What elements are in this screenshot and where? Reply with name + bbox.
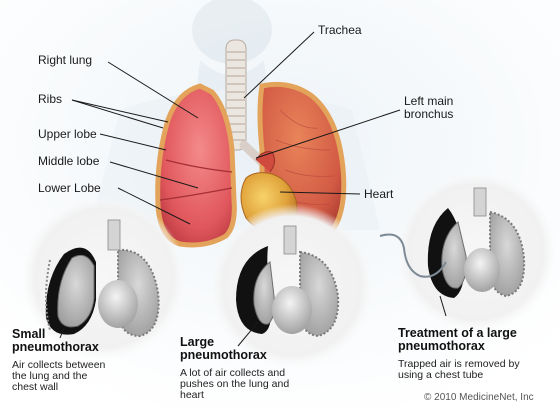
copyright-notice: © 2010 MedicineNet, Inc [424, 392, 534, 403]
large-pneumothorax-illustration [210, 204, 374, 368]
panel-small-desc-line3: chest wall [12, 382, 58, 394]
panel-treatment-title-line2: pneumothorax [398, 340, 485, 353]
label-trachea: Trachea [318, 24, 362, 37]
panel-large-title-line2: pneumothorax [180, 349, 267, 362]
label-right-lung: Right lung [38, 54, 92, 67]
label-upper-lobe: Upper lobe [38, 128, 97, 141]
small-pneumothorax-illustration [22, 196, 186, 360]
label-ribs: Ribs [38, 93, 62, 106]
panel-large-desc-line3: heart [180, 390, 204, 402]
panel-small-title-line2: pneumothorax [12, 341, 99, 354]
label-lower-lobe: Lower Lobe [38, 182, 101, 195]
label-heart: Heart [364, 188, 393, 201]
label-left-main-bronchus-line2: bronchus [404, 108, 453, 121]
label-middle-lobe: Middle lobe [38, 155, 99, 168]
panel-treatment-desc-line2: using a chest tube [398, 370, 483, 382]
